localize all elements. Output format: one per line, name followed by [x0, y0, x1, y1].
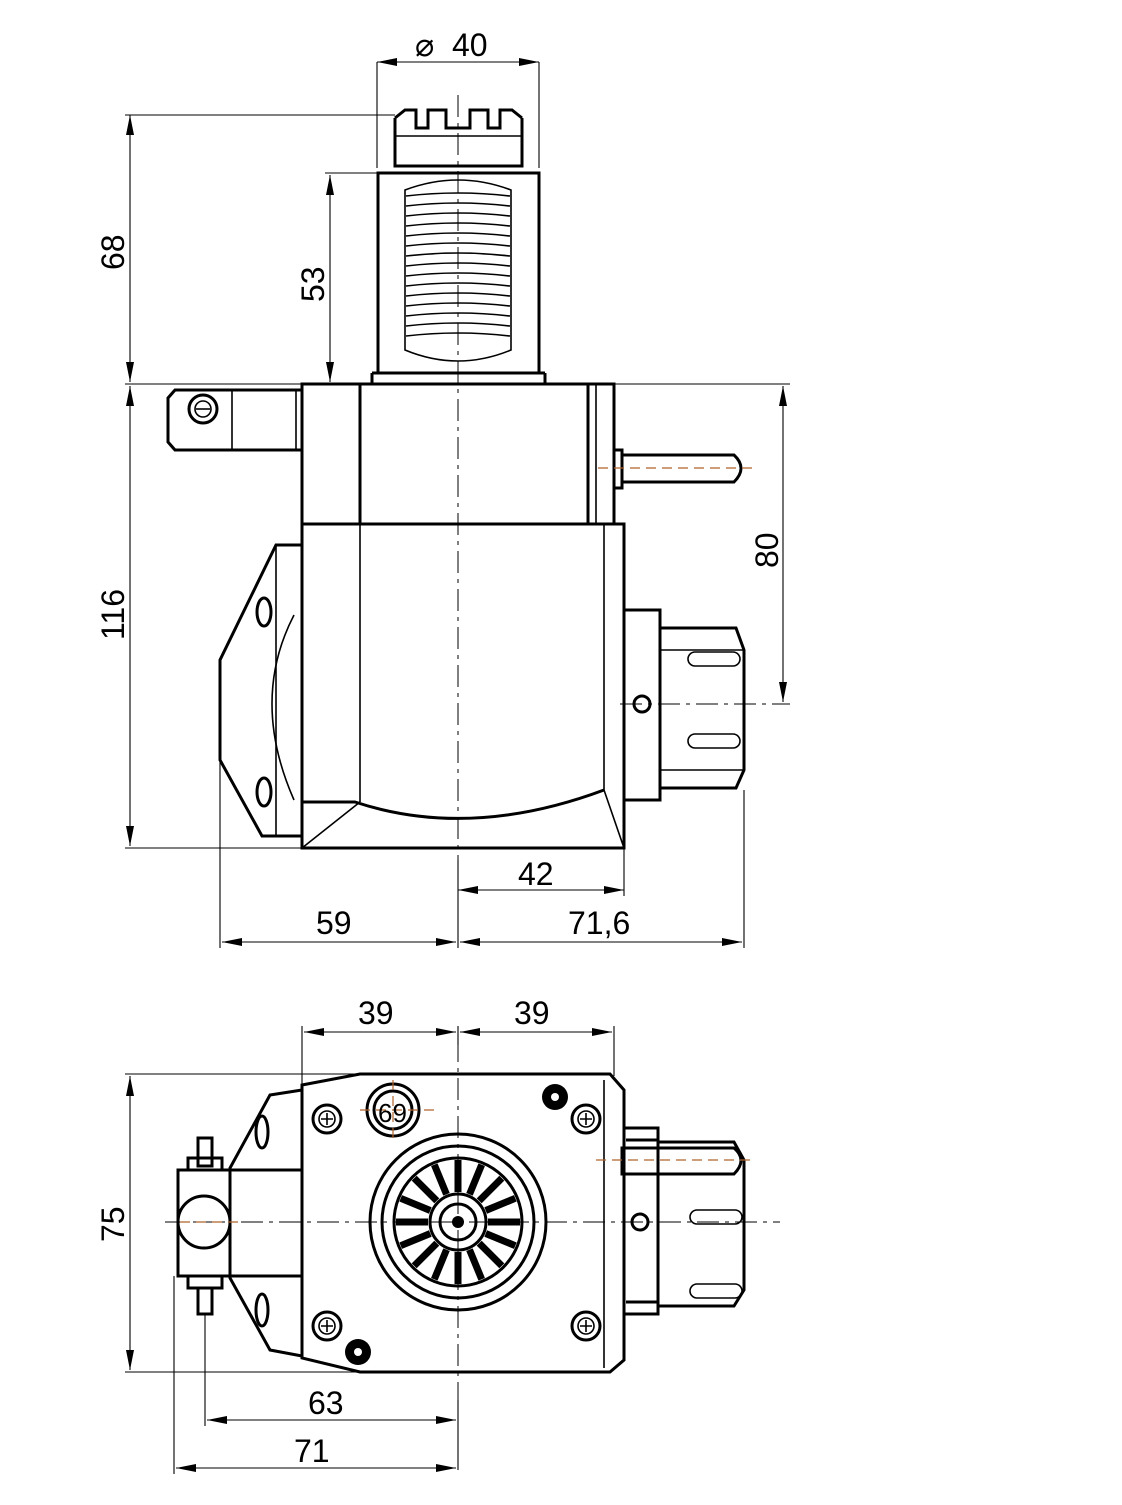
side-shaft — [598, 448, 752, 490]
screw-top-left — [311, 1103, 343, 1135]
dim-text-40: 40 — [452, 27, 488, 63]
dim-text-116: 116 — [95, 589, 131, 640]
spindle-spoke — [476, 1240, 505, 1269]
dim-height-68: 68 — [95, 114, 395, 382]
plan-spindle — [368, 1132, 548, 1312]
thread-line — [405, 222, 511, 227]
spindle-spoke — [484, 1230, 517, 1249]
dim-text-39-right: 39 — [514, 995, 550, 1031]
dim-plan-71: 71 — [173, 1276, 456, 1474]
diameter-symbol: ⌀ — [415, 27, 434, 63]
spindle-spoke — [431, 1163, 450, 1196]
plan-view: 69 — [95, 995, 780, 1474]
spindle-spoke — [466, 1248, 485, 1281]
spindle-spoke — [484, 1195, 517, 1214]
thread-line — [405, 282, 511, 287]
lower-housing — [300, 522, 626, 850]
dim-height-80: 80 — [614, 383, 790, 702]
dim-height-53: 53 — [295, 172, 395, 382]
dim-text-71-6: 71,6 — [568, 905, 630, 941]
dim-plan-39-39: 39 39 — [301, 995, 615, 1086]
dim-text-59: 59 — [316, 905, 352, 941]
dim-text-80: 80 — [749, 532, 785, 568]
thread-line — [405, 202, 511, 207]
dim-text-68: 68 — [95, 234, 131, 270]
spindle-spoke — [411, 1240, 440, 1269]
thread-line — [405, 252, 511, 257]
clamp-arm — [166, 388, 302, 452]
thread-line — [405, 312, 511, 317]
dim-top-diameter: ⌀ 40 — [376, 27, 540, 168]
thread-line — [405, 232, 511, 237]
dim-plan-75: 75 — [95, 1073, 360, 1373]
thread-line — [405, 332, 511, 337]
front-view: ⌀ 40 68 53 116 80 — [95, 27, 790, 948]
plan-screws — [311, 1103, 602, 1342]
hole-label: 69 — [378, 1098, 407, 1128]
left-flange — [218, 543, 302, 838]
plan-dowel-pins — [345, 1084, 568, 1365]
plan-right-collet — [596, 1126, 752, 1316]
spindle-spoke — [399, 1230, 432, 1249]
dim-text-53: 53 — [295, 266, 331, 302]
spindle-spoke — [476, 1175, 505, 1204]
dim-height-116: 116 — [95, 383, 302, 849]
screw-top-right — [570, 1103, 602, 1135]
dim-plan-63: 63 — [204, 1314, 459, 1470]
right-collet — [620, 608, 790, 802]
plan-left-flange — [228, 1088, 303, 1358]
dim-text-75: 75 — [95, 1206, 131, 1242]
top-collet-nut — [393, 108, 524, 168]
thread-line — [405, 192, 511, 197]
thread-line — [405, 322, 511, 327]
thread-line — [405, 242, 511, 247]
thread-line — [405, 262, 511, 267]
dim-widths-bottom: 59 71,6 — [219, 760, 745, 948]
plan-hole-69: 69 — [360, 1080, 436, 1140]
spindle-spoke — [411, 1175, 440, 1204]
dim-offset-42: 42 — [458, 848, 625, 896]
thread-line — [405, 292, 511, 297]
thread-line — [405, 302, 511, 307]
dim-text-63: 63 — [308, 1385, 344, 1421]
screw-bottom-left — [311, 1310, 343, 1342]
dim-text-39-left: 39 — [358, 995, 394, 1031]
dim-text-71: 71 — [294, 1433, 330, 1469]
dim-text-42: 42 — [518, 856, 554, 892]
threaded-shank — [370, 171, 547, 386]
screw-bottom-right — [570, 1310, 602, 1342]
plan-clamp — [176, 1136, 304, 1316]
spindle-spoke — [399, 1195, 432, 1214]
thread-line — [405, 272, 511, 277]
thread-line — [405, 212, 511, 217]
spindle-spoke — [431, 1248, 450, 1281]
spindle-spoke — [466, 1163, 485, 1196]
